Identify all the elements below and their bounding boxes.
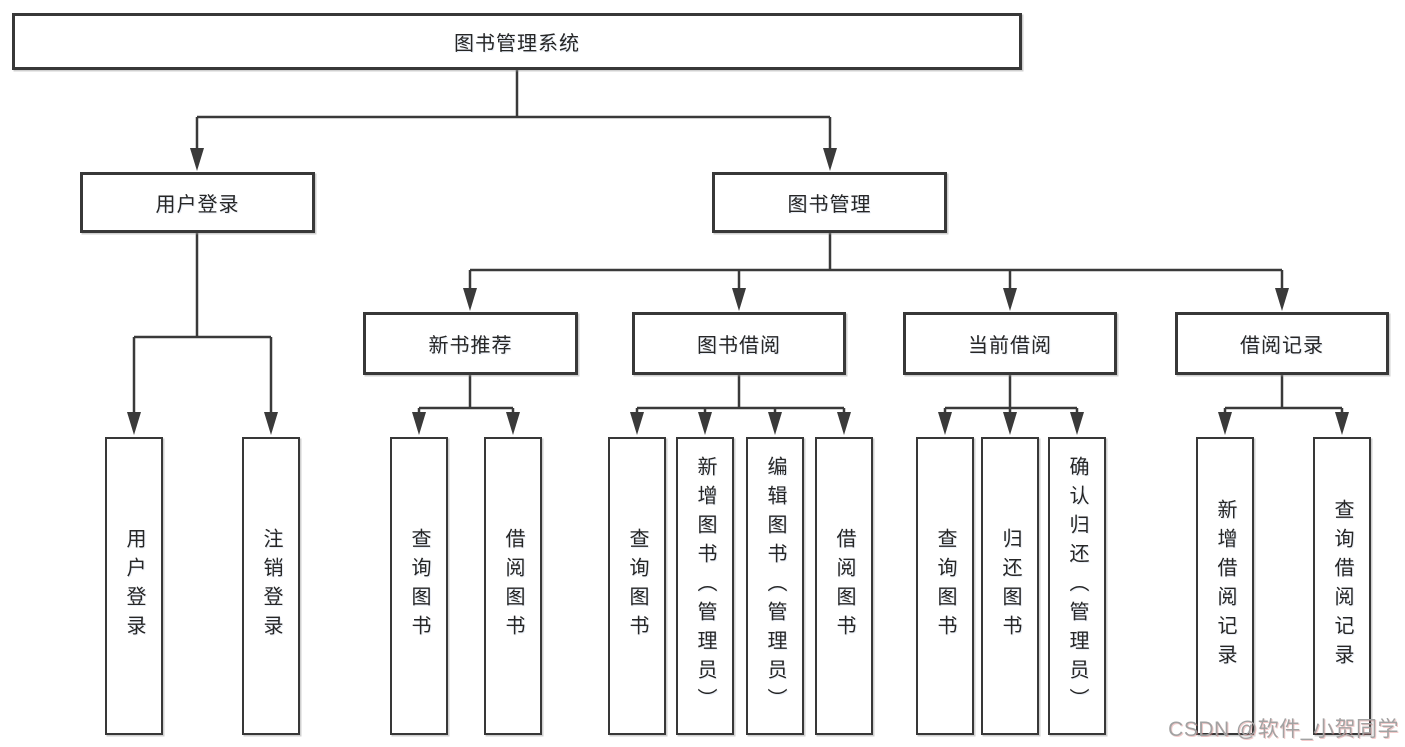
connector-book-borrow	[635, 375, 846, 414]
leaf-bb-edit-books-admin: 编辑图书（管理员）	[746, 437, 804, 735]
leaf-nb-query-books-label: 查询图书	[408, 528, 430, 644]
node-current-borrow: 当前借阅	[903, 312, 1117, 375]
leaf-user-login-label: 用户登录	[123, 528, 145, 644]
leaf-bb-edit-books-admin-label: 编辑图书（管理员）	[764, 455, 786, 717]
node-book-management-label: 图书管理	[787, 194, 872, 216]
leaf-cb-confirm-return-admin-label: 确认归还（管理员）	[1066, 455, 1088, 717]
leaf-bb-query-books: 查询图书	[608, 437, 666, 735]
leaf-bb-borrow-books: 借阅图书	[815, 437, 873, 735]
leaf-bb-add-books-admin: 新增图书（管理员）	[676, 437, 734, 735]
node-user-login-label: 用户登录	[155, 194, 240, 216]
node-library-system-label: 图书管理系统	[454, 33, 580, 55]
connector-borrow-records	[1223, 375, 1344, 414]
node-library-system: 图书管理系统	[12, 13, 1022, 70]
leaf-br-add-record: 新增借阅记录	[1196, 437, 1254, 735]
leaf-bb-query-books-label: 查询图书	[626, 528, 648, 644]
leaf-bb-borrow-books-label: 借阅图书	[833, 528, 855, 644]
node-book-borrow-label: 图书借阅	[697, 335, 781, 357]
leaf-logout-label: 注销登录	[260, 528, 282, 644]
leaf-cb-confirm-return-admin: 确认归还（管理员）	[1048, 437, 1106, 735]
node-book-borrow: 图书借阅	[632, 312, 846, 375]
leaf-nb-borrow-books-label: 借阅图书	[502, 528, 524, 644]
leaf-br-query-record: 查询借阅记录	[1313, 437, 1371, 735]
leaf-cb-return-books-label: 归还图书	[999, 528, 1021, 644]
leaf-bb-add-books-admin-label: 新增图书（管理员）	[694, 455, 716, 717]
leaf-nb-query-books: 查询图书	[390, 437, 448, 735]
leaf-logout: 注销登录	[242, 437, 300, 735]
connector-root	[195, 70, 832, 150]
leaf-user-login: 用户登录	[105, 437, 163, 735]
node-current-borrow-label: 当前借阅	[968, 335, 1052, 357]
arrowheads	[127, 148, 1349, 435]
leaf-cb-query-books: 查询图书	[916, 437, 974, 735]
leaf-cb-return-books: 归还图书	[981, 437, 1039, 735]
node-user-login: 用户登录	[80, 172, 315, 233]
leaf-br-add-record-label: 新增借阅记录	[1214, 499, 1236, 673]
connector-new-books	[417, 375, 515, 414]
leaf-cb-query-books-label: 查询图书	[934, 528, 956, 644]
connector-user-login	[132, 233, 273, 414]
leaf-nb-borrow-books: 借阅图书	[484, 437, 542, 735]
node-new-book-recommend: 新书推荐	[363, 312, 578, 375]
node-new-book-recommend-label: 新书推荐	[428, 335, 513, 357]
node-borrow-records-label: 借阅记录	[1240, 335, 1324, 357]
csdn-watermark: CSDN @软件_小贺同学	[1168, 718, 1399, 741]
leaf-br-query-record-label: 查询借阅记录	[1331, 499, 1353, 673]
node-borrow-records: 借阅记录	[1175, 312, 1389, 375]
connector-current-borrow	[943, 375, 1079, 414]
node-book-management: 图书管理	[712, 172, 947, 233]
connector-book-mgmt	[468, 233, 1284, 290]
